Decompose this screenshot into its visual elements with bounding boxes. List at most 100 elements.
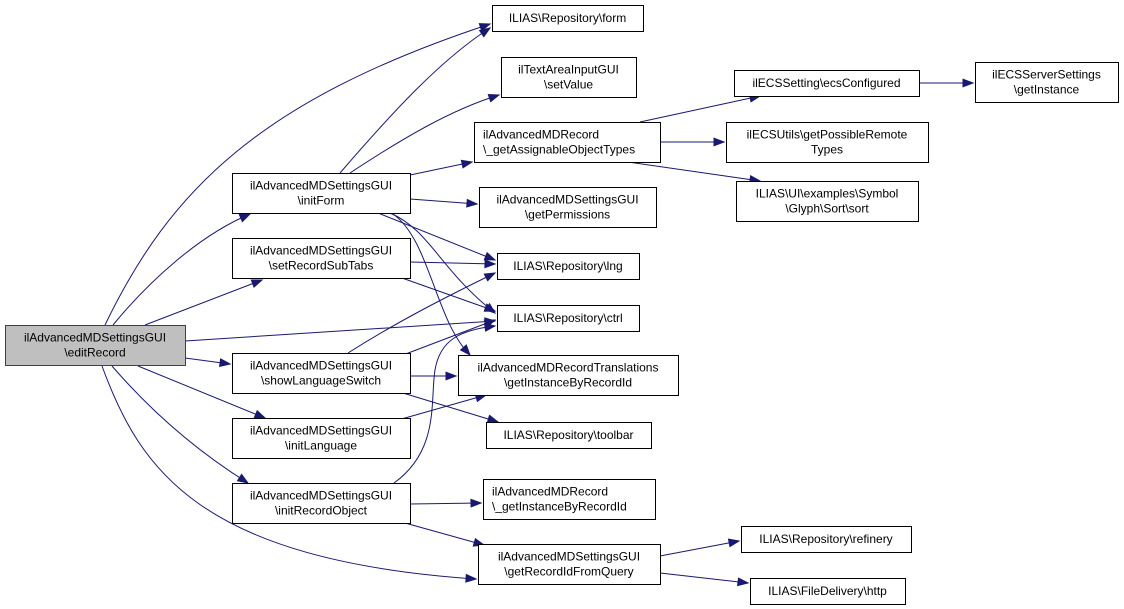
node-label-line: ilECSUtils\getPossibleRemote — [747, 128, 908, 142]
node-label-line: \Glyph\Sort\sort — [785, 202, 869, 216]
arrowhead-icon — [727, 538, 741, 548]
node-box — [734, 70, 920, 97]
edge-initForm-to-translations — [392, 213, 471, 357]
edge-line — [137, 365, 266, 419]
node-box — [232, 353, 411, 394]
node-setRecordSubTabs[interactable]: ilAdvancedMDSettingsGUI\setRecordSubTabs — [232, 238, 411, 279]
node-label-line: ilECSSetting\ecsConfigured — [752, 76, 900, 90]
arrowhead-icon — [483, 303, 497, 312]
edge-showLanguageSwitch-to-toolbar — [402, 392, 500, 424]
edge-setRecordSubTabs-to-ctrl — [401, 277, 497, 312]
node-label-line: \getRecordIdFromQuery — [504, 565, 633, 579]
edge-line — [393, 325, 496, 484]
node-label-line: Types — [811, 143, 843, 157]
node-box — [501, 57, 637, 98]
edge-getAssignableObjectTypes-to-ecsConfigured — [639, 93, 762, 123]
node-initForm[interactable]: ilAdvancedMDSettingsGUI\initForm — [232, 173, 411, 214]
node-box — [492, 5, 644, 32]
node-label-line: ILIAS\FileDelivery\http — [768, 584, 887, 598]
node-initLanguage[interactable]: ilAdvancedMDSettingsGUI\initLanguage — [232, 418, 411, 459]
node-getInstanceByRecordId[interactable]: ilAdvancedMDRecord\_getInstanceByRecordI… — [483, 479, 656, 520]
node-editRecord[interactable]: ilAdvancedMDSettingsGUI\editRecord — [5, 325, 186, 366]
arrowhead-icon — [962, 78, 975, 88]
edge-line — [111, 365, 249, 484]
node-label-line: \getInstanceByRecordId — [504, 376, 632, 390]
node-form[interactable]: ILIAS\Repository\form — [492, 5, 644, 32]
node-getPermissions[interactable]: ilAdvancedMDSettingsGUI\getPermissions — [479, 187, 657, 228]
node-getRecordIdFromQuery[interactable]: ilAdvancedMDSettingsGUI\getRecordIdFromQ… — [478, 544, 661, 585]
edge-getRecordIdFromQuery-to-http — [659, 572, 750, 587]
node-translations[interactable]: ilAdvancedMDRecordTranslations\getInstan… — [458, 355, 679, 396]
edge-line — [389, 212, 496, 314]
edge-line — [401, 277, 496, 312]
edge-ecsConfigured-to-getInstance — [919, 78, 975, 88]
arrowhead-icon — [238, 213, 252, 223]
edge-line — [112, 213, 251, 326]
node-getInstance[interactable]: ilECSServerSettings\getInstance — [975, 62, 1119, 103]
node-label-line: \showLanguageSwitch — [261, 374, 381, 388]
edge-line — [409, 502, 482, 505]
edge-showLanguageSwitch-to-lng — [347, 272, 497, 354]
node-label-line: ilAdvancedMDSettingsGUI — [496, 193, 638, 207]
edge-line — [639, 95, 761, 123]
arrowhead-icon — [737, 577, 750, 587]
node-sort[interactable]: ILIAS\UI\examples\Symbol\Glyph\Sort\sort — [736, 181, 919, 222]
node-label-line: ilAdvancedMDSettingsGUI — [250, 244, 392, 258]
node-label-line: ilAdvancedMDRecordTranslations — [478, 361, 659, 375]
arrowhead-icon — [486, 414, 500, 424]
node-ctrl[interactable]: ILIAS\Repository\ctrl — [497, 305, 640, 332]
node-ecsConfigured[interactable]: ilECSSetting\ecsConfigured — [734, 70, 920, 97]
edge-editRecord-to-initLanguage — [137, 365, 267, 419]
edge-editRecord-to-showLanguageSwitch — [184, 357, 232, 368]
node-label-line: \editRecord — [64, 346, 125, 360]
node-refinery[interactable]: ILIAS\Repository\refinery — [741, 526, 912, 553]
arrowhead-icon — [465, 573, 478, 583]
node-box — [232, 173, 411, 214]
edges-layer — [101, 23, 975, 587]
node-box — [232, 483, 411, 524]
edge-line — [377, 212, 496, 261]
edge-initLanguage-to-translations — [397, 393, 488, 421]
edge-showLanguageSwitch-to-translations — [410, 371, 458, 381]
edge-line — [404, 522, 485, 546]
node-initRecordObject[interactable]: ilAdvancedMDSettingsGUI\initRecordObject — [232, 483, 411, 524]
edge-line — [409, 161, 473, 176]
edge-initForm-to-form — [339, 27, 492, 174]
arrowhead-icon — [459, 344, 471, 357]
edge-initRecordObject-to-getInstanceByRecordId — [409, 498, 483, 508]
node-box — [232, 238, 411, 279]
arrowhead-icon — [483, 251, 497, 261]
node-label-line: ilAdvancedMDRecord — [483, 128, 599, 142]
edge-line — [627, 161, 761, 182]
node-lng[interactable]: ILIAS\Repository\lng — [497, 253, 640, 280]
edge-initForm-to-getAssignableObjectTypes — [409, 159, 474, 176]
node-setValue[interactable]: ilTextAreaInputGUI\setValue — [501, 57, 637, 98]
node-http[interactable]: ILIAS\FileDelivery\http — [750, 578, 906, 605]
node-box — [458, 355, 679, 396]
node-label-line: \setValue — [544, 78, 593, 92]
node-box — [726, 122, 929, 163]
arrowhead-icon — [445, 371, 458, 381]
node-label-line: ilTextAreaInputGUI — [518, 63, 619, 77]
node-toolbar[interactable]: ILIAS\Repository\toolbar — [486, 422, 652, 449]
arrowhead-icon — [219, 358, 232, 368]
edge-line — [104, 23, 491, 326]
node-box — [232, 418, 411, 459]
edge-getAssignableObjectTypes-to-sort — [627, 161, 762, 184]
arrowhead-icon — [478, 23, 492, 32]
edge-editRecord-to-initForm — [112, 213, 252, 326]
node-getAssignableObjectTypes[interactable]: ilAdvancedMDRecord\_getAssignableObjectT… — [474, 122, 661, 163]
arrowhead-icon — [713, 137, 726, 147]
arrowhead-icon — [253, 409, 267, 419]
node-label-line: ILIAS\Repository\form — [509, 11, 626, 25]
arrowhead-icon — [484, 322, 497, 332]
nodes-layer: ilAdvancedMDSettingsGUI\editRecordilAdva… — [5, 5, 1119, 605]
node-showLanguageSwitch[interactable]: ilAdvancedMDSettingsGUI\showLanguageSwit… — [232, 353, 411, 394]
node-label-line: ilAdvancedMDSettingsGUI — [498, 550, 640, 564]
arrowhead-icon — [460, 159, 474, 169]
edge-line — [144, 279, 263, 326]
arrowhead-icon — [236, 473, 250, 484]
node-label-line: \initForm — [298, 194, 345, 208]
edge-line — [347, 272, 496, 354]
